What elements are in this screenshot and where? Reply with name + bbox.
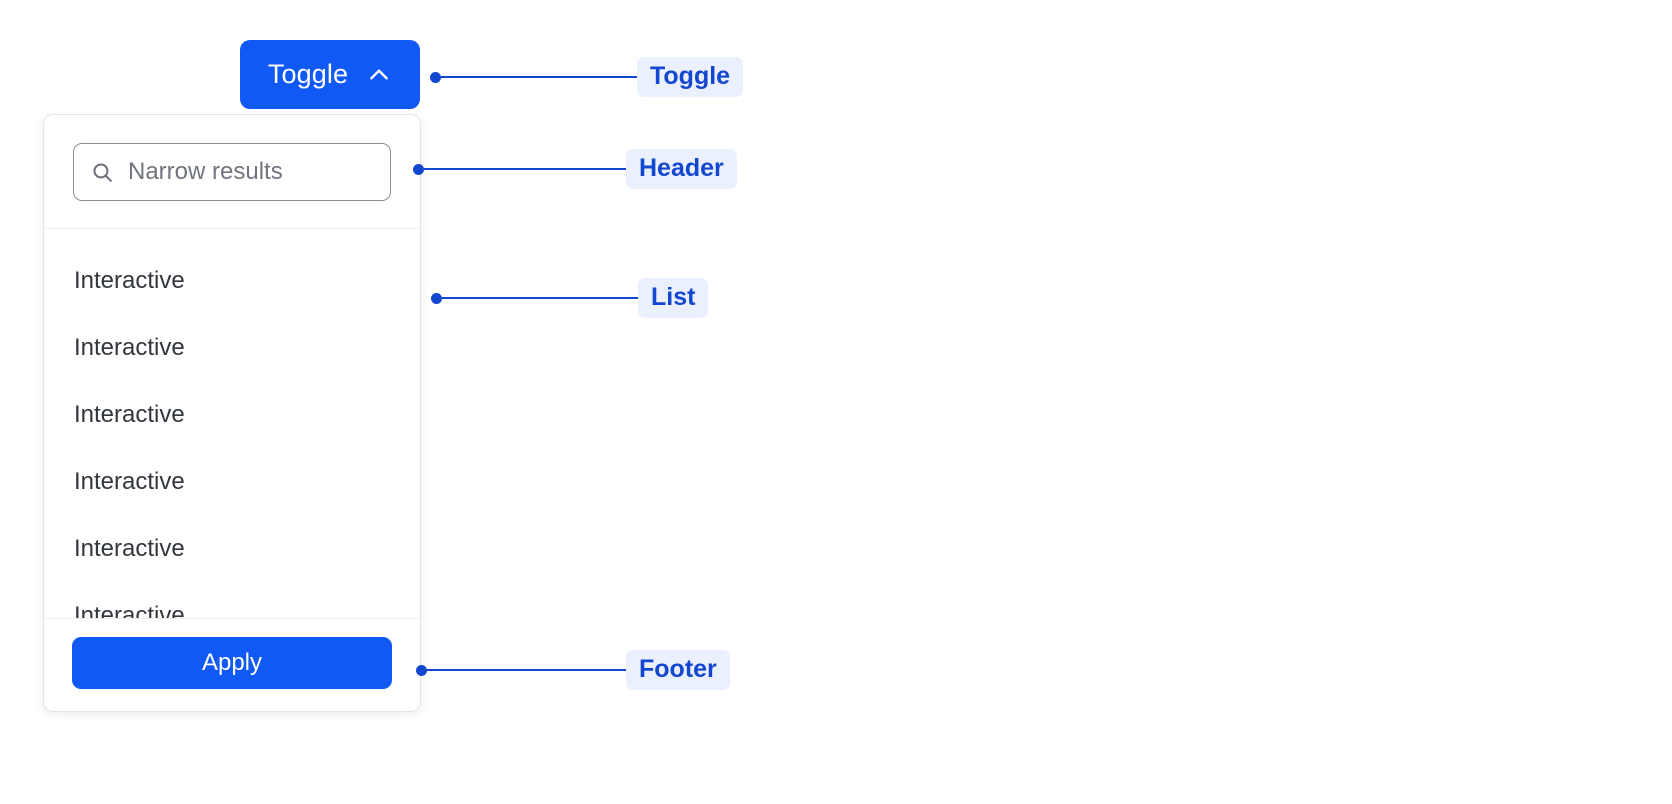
dropdown-panel: Interactive Interactive Interactive Inte… xyxy=(43,114,421,712)
list-item[interactable]: Interactive xyxy=(44,247,420,314)
chevron-up-icon xyxy=(366,62,392,88)
list-item-label: Interactive xyxy=(74,601,185,619)
list-item[interactable]: Interactive xyxy=(44,448,420,515)
list-item[interactable]: Interactive xyxy=(44,381,420,448)
callout-dot-icon xyxy=(431,292,442,304)
callout-dot-icon xyxy=(416,664,427,676)
apply-button-label: Apply xyxy=(201,649,263,676)
callout-toggle: Toggle xyxy=(430,56,744,98)
callout-label-header: Header xyxy=(626,148,737,190)
list-item-label: Interactive xyxy=(74,534,185,562)
callout-label-list: List xyxy=(638,277,709,319)
search-box[interactable] xyxy=(73,143,391,201)
search-input[interactable] xyxy=(128,158,376,186)
list-item[interactable]: Interactive xyxy=(44,582,420,619)
toggle-button[interactable]: Toggle xyxy=(240,40,420,109)
panel-list: Interactive Interactive Interactive Inte… xyxy=(44,229,420,619)
list-item-label: Interactive xyxy=(74,333,185,361)
search-icon xyxy=(90,160,115,185)
callout-header: Header xyxy=(413,148,737,190)
list-item-label: Interactive xyxy=(74,467,185,495)
callout-dot-icon xyxy=(430,71,441,83)
apply-button[interactable]: Apply xyxy=(72,637,392,689)
list-item[interactable]: Interactive xyxy=(44,515,420,582)
callout-line xyxy=(441,76,637,78)
callout-line xyxy=(424,168,626,170)
callout-list: List xyxy=(431,277,709,319)
callout-label-footer: Footer xyxy=(626,649,730,691)
list-item-label: Interactive xyxy=(74,266,185,294)
list-item[interactable]: Interactive xyxy=(44,314,420,381)
callout-dot-icon xyxy=(413,163,424,175)
callout-label-toggle: Toggle xyxy=(637,56,744,98)
list-item-label: Interactive xyxy=(74,400,185,428)
callout-line xyxy=(442,297,638,299)
panel-header xyxy=(44,115,420,229)
callout-footer: Footer xyxy=(416,649,730,691)
toggle-button-label: Toggle xyxy=(267,59,349,89)
callout-line xyxy=(427,669,626,671)
panel-footer: Apply xyxy=(44,618,420,711)
